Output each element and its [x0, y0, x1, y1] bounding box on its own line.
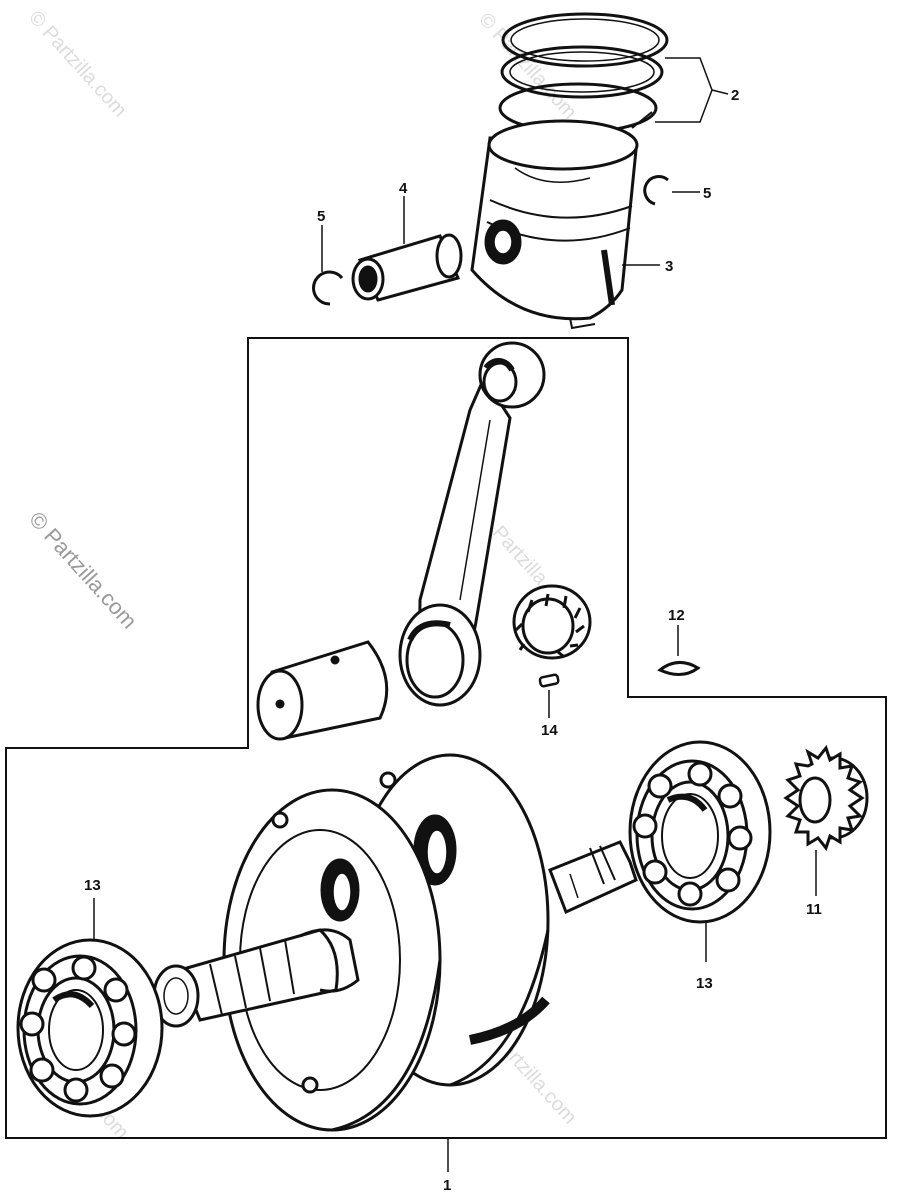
callout-bearing-right: 13 — [696, 975, 713, 992]
callout-clip-left: 5 — [317, 208, 325, 225]
watermark-left: © Partzilla.com — [24, 507, 142, 634]
callout-assembly: 1 — [443, 1177, 451, 1194]
callout-key: 12 — [668, 607, 685, 624]
watermark-top-left: © Partzilla.com — [24, 7, 131, 122]
callout-rings: 2 — [731, 87, 739, 104]
connecting-rod[interactable] — [398, 341, 546, 707]
callout-clip-right: 5 — [703, 185, 711, 202]
crank-pin-dowel[interactable] — [538, 673, 560, 688]
crankshaft[interactable] — [152, 753, 638, 1132]
piston-pin-clip-left[interactable] — [312, 270, 344, 306]
piston-pin[interactable] — [351, 233, 463, 302]
piston-rings[interactable] — [498, 12, 669, 134]
ball-bearing-left[interactable] — [16, 938, 164, 1118]
piston-pin-clip-right[interactable] — [643, 175, 669, 206]
ball-bearing-right[interactable] — [628, 740, 772, 924]
callout-dowel: 14 — [541, 722, 558, 739]
callout-pin: 4 — [399, 180, 408, 197]
woodruff-key[interactable] — [657, 661, 701, 676]
assembly-outline — [5, 337, 887, 1139]
callout-bearing-left: 13 — [84, 877, 101, 894]
leader-rings — [655, 57, 713, 123]
callout-piston: 3 — [665, 258, 673, 275]
callout-sprocket: 11 — [806, 901, 822, 918]
needle-bearing[interactable] — [512, 584, 592, 660]
timing-sprocket[interactable] — [783, 744, 869, 852]
crank-pin[interactable] — [256, 640, 389, 741]
piston[interactable] — [470, 119, 639, 330]
